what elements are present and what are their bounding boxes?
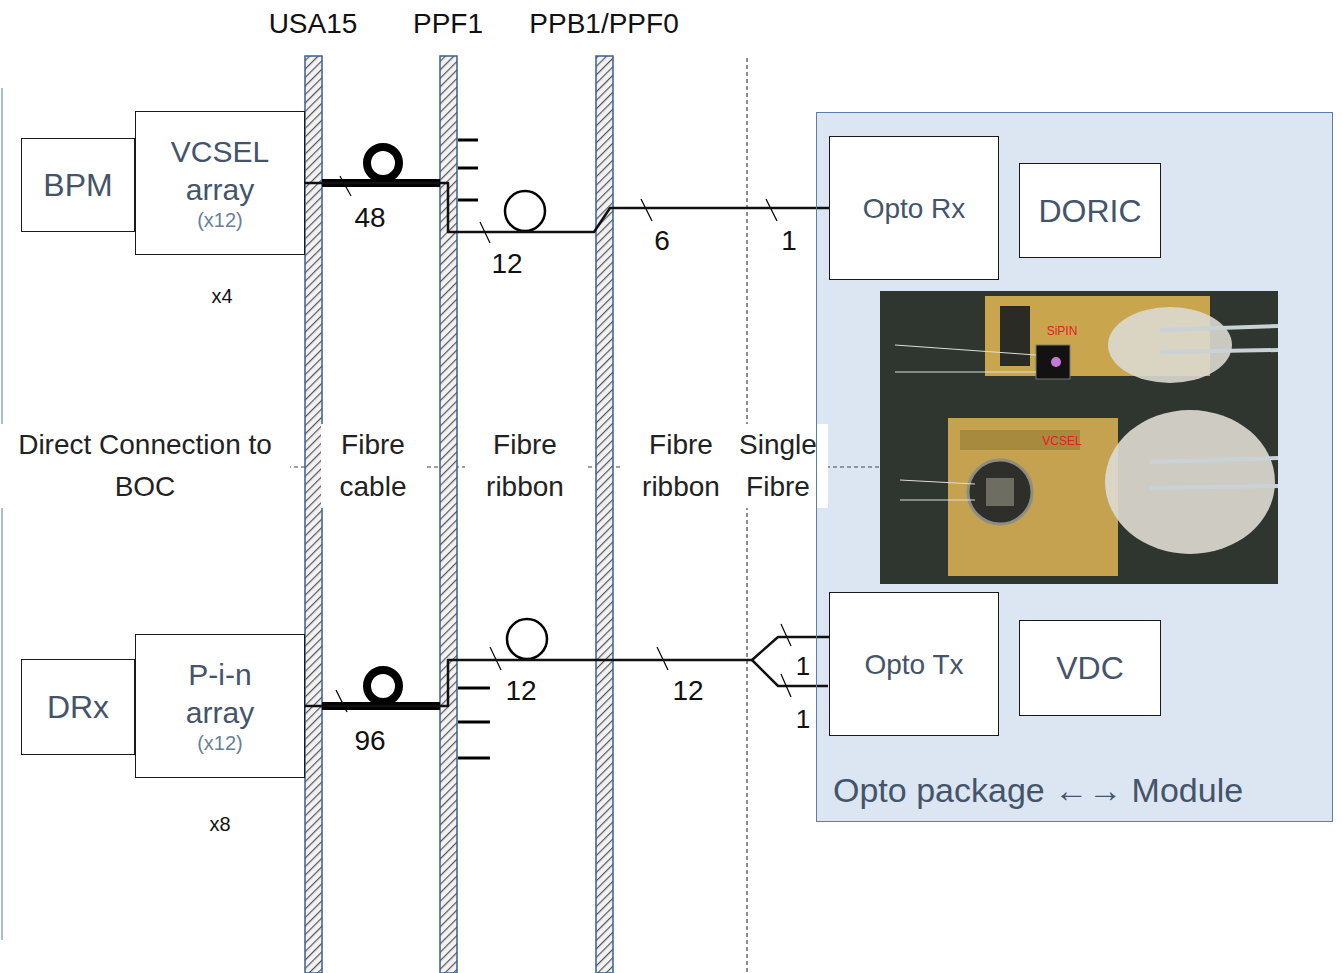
callout-label: x8 <box>209 809 230 839</box>
count-tick <box>657 647 668 670</box>
fibre-connector <box>305 637 829 706</box>
count-tick <box>781 674 791 697</box>
ribbon-stub <box>458 721 490 724</box>
component-box: DORIC <box>1019 163 1161 258</box>
ribbon-stub <box>458 199 478 202</box>
section-label: Direct Connection to BOC <box>0 424 290 508</box>
count-tick <box>490 647 501 670</box>
count-tick <box>340 176 351 196</box>
fibre-loop <box>505 191 545 231</box>
vcsel-die-centre <box>986 478 1014 506</box>
package-panel: Opto package ←→ Module Opto Rx DORIC Opto T… <box>816 112 1333 822</box>
section-label: Single Fibre <box>728 424 828 508</box>
box-sublabel: (x12) <box>197 731 243 756</box>
callout-label: PPB1/PPF0 <box>529 3 678 45</box>
gold-pad <box>948 418 1118 576</box>
box-sublabel: (x12) <box>197 208 243 233</box>
box-label: DRx <box>47 687 109 727</box>
count-tick <box>781 624 791 646</box>
section-label: Fibre cable <box>321 424 425 508</box>
fibre-end <box>1150 458 1278 462</box>
ribbon-stub <box>458 139 478 142</box>
fibre-end <box>1160 350 1278 352</box>
component-box: P-i-n array(x12) <box>135 634 305 778</box>
section-label: Fibre ribbon <box>465 424 585 508</box>
callout-label: USA15 <box>269 3 358 45</box>
callout-label: 12 <box>505 670 536 712</box>
photo-ground <box>880 291 1278 584</box>
vcsel-die <box>968 460 1032 524</box>
box-label: VDC <box>1056 648 1124 688</box>
ribbon-stub <box>458 167 478 170</box>
edge-line <box>1 88 3 940</box>
component-box: DRx <box>21 659 135 755</box>
dashed-divider <box>746 58 747 973</box>
fibre-loop <box>367 670 399 702</box>
bond-wire <box>895 345 1036 355</box>
callout-label: 1 <box>796 700 810 739</box>
callout-label: 6 <box>654 220 670 262</box>
box-label: P-i-n array <box>155 656 285 731</box>
callout-label: PPF1 <box>413 3 483 45</box>
callout-label: 12 <box>672 670 703 712</box>
box-label: Opto Tx <box>864 647 963 682</box>
glue-blob <box>1105 410 1275 554</box>
opto-photo <box>880 291 1278 584</box>
count-tick <box>641 199 652 221</box>
box-label: DORIC <box>1038 191 1141 231</box>
fibre-end <box>1150 486 1278 488</box>
component-box: Opto Rx <box>829 136 999 280</box>
component-box: BPM <box>21 138 135 232</box>
callout-label: SiPIN <box>1047 324 1078 338</box>
bond-wire <box>900 480 975 484</box>
pad-gap <box>1000 306 1030 366</box>
glue-blob <box>1108 307 1232 383</box>
callout-label: 12 <box>491 243 522 285</box>
patch-panel-wall <box>305 56 322 973</box>
sipin-chip <box>1036 345 1070 379</box>
count-tick <box>336 690 347 712</box>
callout-label: 96 <box>354 720 385 762</box>
box-label: Opto Rx <box>863 191 966 226</box>
box-label: BPM <box>43 165 112 205</box>
callout-label: VCSEL <box>1042 434 1081 448</box>
fibre-end <box>1160 326 1278 330</box>
sipin-spot <box>1051 357 1061 367</box>
count-tick <box>766 199 777 221</box>
ribbon-stub <box>458 757 490 760</box>
bond-wire <box>895 372 1036 373</box>
patch-panel-wall <box>596 56 613 973</box>
component-box: Opto Tx <box>829 592 999 736</box>
box-label: Opto package ←→ Module <box>833 769 1243 812</box>
fibre-loop <box>367 147 399 179</box>
box-label: VCSEL array <box>155 133 285 208</box>
fibre-loop <box>507 619 547 659</box>
callout-label: 48 <box>354 197 385 239</box>
callout-label: 1 <box>781 220 797 262</box>
panel-ground <box>816 112 1333 822</box>
callout-label: 1 <box>796 647 810 686</box>
callout-label: x4 <box>211 281 232 311</box>
component-box: VDC <box>1019 620 1161 716</box>
component-box: VCSEL array(x12) <box>135 111 305 255</box>
section-label: Fibre ribbon <box>621 424 741 508</box>
bond-wire <box>900 500 975 501</box>
ribbon-stub <box>458 687 490 690</box>
